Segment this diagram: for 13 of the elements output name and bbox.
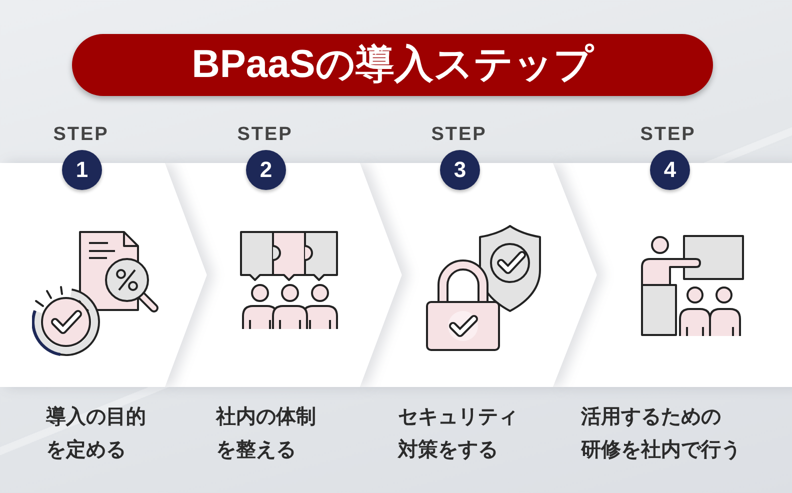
step-number-circle: 1 [62, 150, 102, 190]
step-number-circle: 4 [650, 150, 690, 190]
step-label: STEP [236, 124, 294, 146]
step-number-circle: 3 [440, 150, 480, 190]
step-label: STEP [639, 124, 697, 146]
step-label: STEP [430, 124, 488, 146]
title-banner: BPaaSの導入ステップ [72, 34, 713, 96]
step-number-circle: 2 [246, 150, 286, 190]
step-description: セキュリティ対策をする [398, 405, 518, 463]
step-description: 活用するための研修を社内で行う [581, 405, 741, 463]
step-description: 導入の目的を定める [46, 404, 146, 463]
step-label: STEP [52, 124, 110, 146]
step-description: 社内の体制を整える [216, 405, 316, 463]
